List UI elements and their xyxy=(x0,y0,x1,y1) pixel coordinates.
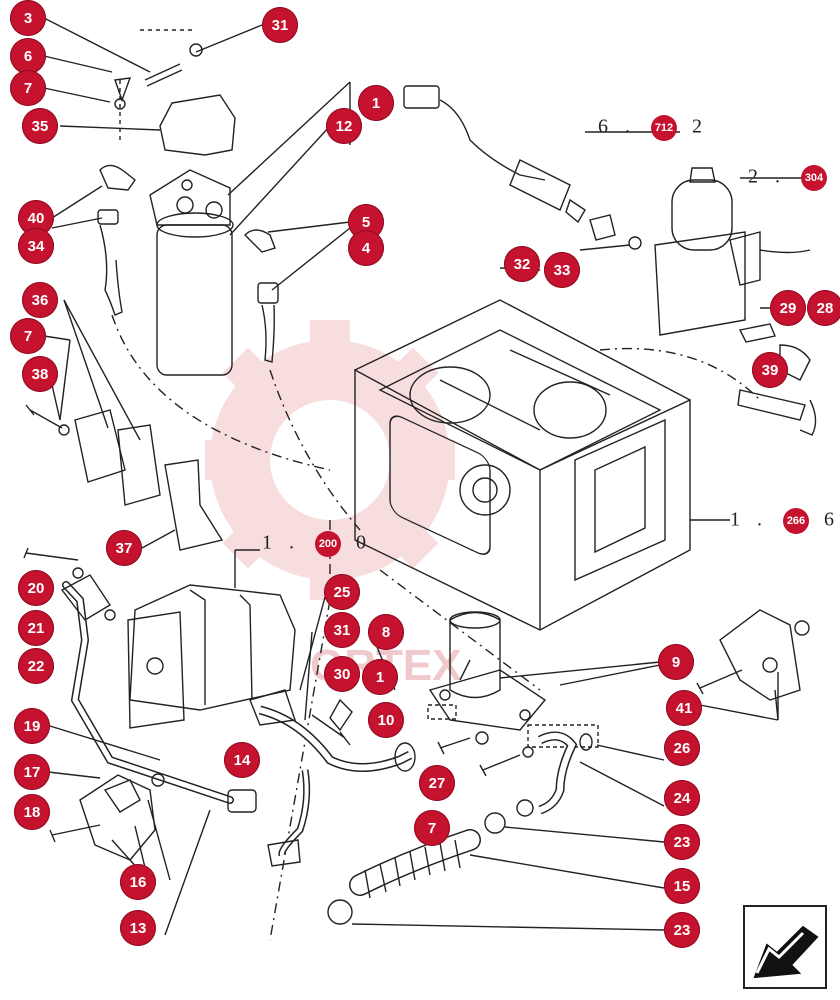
reference-suffix: 0 xyxy=(345,531,372,554)
callout-32[interactable]: 32 xyxy=(504,246,540,282)
reference-label-1-266[interactable]: 1 . 266 6 xyxy=(730,508,840,534)
callout-7-c[interactable]: 7 xyxy=(414,810,450,846)
reference-badge: 266 xyxy=(783,508,809,534)
callout-30[interactable]: 30 xyxy=(324,656,360,692)
callout-9[interactable]: 9 xyxy=(658,644,694,680)
callout-27[interactable]: 27 xyxy=(419,765,455,801)
reference-suffix: 6 xyxy=(813,508,840,531)
reference-label-1-200[interactable]: 1 . 200 0 xyxy=(262,531,372,557)
callout-19[interactable]: 19 xyxy=(14,708,50,744)
callout-10[interactable]: 10 xyxy=(368,702,404,738)
callout-14[interactable]: 14 xyxy=(224,742,260,778)
callout-3[interactable]: 3 xyxy=(10,0,46,36)
callout-29[interactable]: 29 xyxy=(770,290,806,326)
callout-22[interactable]: 22 xyxy=(18,648,54,684)
callout-12[interactable]: 12 xyxy=(326,108,362,144)
callout-8[interactable]: 8 xyxy=(368,614,404,650)
callout-17[interactable]: 17 xyxy=(14,754,50,790)
callout-38[interactable]: 38 xyxy=(22,356,58,392)
callout-37[interactable]: 37 xyxy=(106,530,142,566)
callout-18[interactable]: 18 xyxy=(14,794,50,830)
reference-prefix: 1 . xyxy=(262,531,311,554)
reference-badge: 304 xyxy=(801,165,827,191)
arrow-down-left-icon xyxy=(753,925,819,979)
callout-15[interactable]: 15 xyxy=(664,868,700,904)
reference-prefix: 1 . xyxy=(730,508,779,531)
callout-36[interactable]: 36 xyxy=(22,282,58,318)
callout-21[interactable]: 21 xyxy=(18,610,54,646)
callout-1[interactable]: 1 xyxy=(358,85,394,121)
callout-16[interactable]: 16 xyxy=(120,864,156,900)
callout-31[interactable]: 31 xyxy=(262,7,298,43)
reference-label-6-712[interactable]: 6 . 712 2 xyxy=(598,115,708,141)
callout-20[interactable]: 20 xyxy=(18,570,54,606)
callout-28[interactable]: 28 xyxy=(807,290,840,326)
callout-13[interactable]: 13 xyxy=(120,910,156,946)
callout-26[interactable]: 26 xyxy=(664,730,700,766)
callout-1-b[interactable]: 1 xyxy=(362,659,398,695)
callout-34[interactable]: 34 xyxy=(18,228,54,264)
callout-41[interactable]: 41 xyxy=(666,690,702,726)
callout-23[interactable]: 23 xyxy=(664,824,700,860)
reference-badge: 712 xyxy=(651,115,677,141)
callout-35[interactable]: 35 xyxy=(22,108,58,144)
reference-suffix: 2 xyxy=(681,115,708,138)
callout-31-b[interactable]: 31 xyxy=(324,612,360,648)
callout-7-b[interactable]: 7 xyxy=(10,318,46,354)
callout-24[interactable]: 24 xyxy=(664,780,700,816)
callout-6[interactable]: 6 xyxy=(10,38,46,74)
reference-label-2-304[interactable]: 2 . 304 xyxy=(748,165,831,191)
callout-4[interactable]: 4 xyxy=(348,230,384,266)
reference-badge: 200 xyxy=(315,531,341,557)
callout-39[interactable]: 39 xyxy=(752,352,788,388)
callout-23-b[interactable]: 23 xyxy=(664,912,700,948)
reference-prefix: 2 . xyxy=(748,165,797,188)
callout-25[interactable]: 25 xyxy=(324,574,360,610)
callout-33[interactable]: 33 xyxy=(544,252,580,288)
next-page-arrow-button[interactable] xyxy=(743,905,827,989)
callout-7[interactable]: 7 xyxy=(10,70,46,106)
reference-prefix: 6 . xyxy=(598,115,647,138)
